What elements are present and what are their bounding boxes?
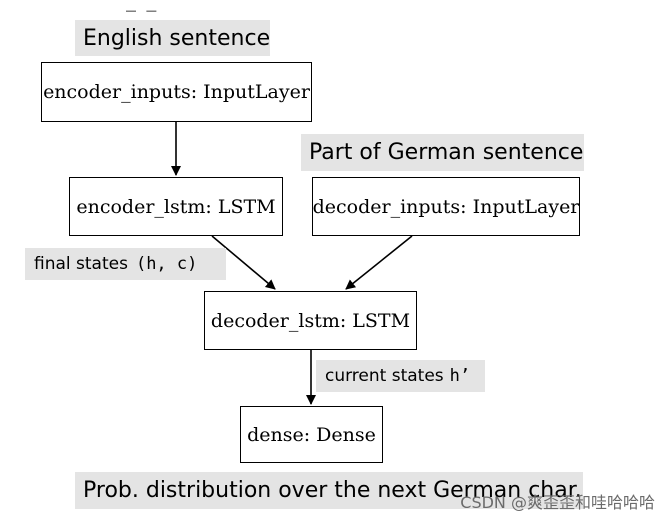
final-states-text: final states — [34, 254, 128, 274]
node-decoder-lstm: decoder_lstm: LSTM — [204, 291, 417, 350]
german-part-text: Part of German sentence — [309, 140, 584, 165]
node-encoder-inputs: encoder_inputs: InputLayer — [41, 62, 312, 122]
clipped-top-text: _ _ — [126, 0, 159, 12]
current-states-label: current states h’ — [316, 360, 485, 392]
current-states-code: h’ — [449, 366, 471, 386]
output-label: Prob. distribution over the next German … — [75, 472, 583, 509]
node-decoder-inputs: decoder_inputs: InputLayer — [312, 177, 580, 236]
node-encoder-lstm: encoder_lstm: LSTM — [69, 177, 283, 236]
english-sentence-label: English sentence — [75, 20, 270, 56]
node-encoder-lstm-label: encoder_lstm: LSTM — [76, 195, 276, 218]
output-text: Prob. distribution over the next German … — [83, 478, 582, 503]
node-dense-label: dense: Dense — [247, 423, 376, 446]
node-decoder-inputs-label: decoder_inputs: InputLayer — [312, 195, 580, 218]
csdn-watermark: CSDN @爽歪歪和哇哈哈哈 — [460, 493, 655, 512]
node-encoder-inputs-label: encoder_inputs: InputLayer — [43, 81, 310, 103]
german-part-label: Part of German sentence — [301, 134, 584, 171]
final-states-code: (h, c) — [135, 254, 198, 274]
edge-encoder-lstm-to-decoder-lstm — [211, 235, 276, 290]
edge-decoder-inputs-to-decoder-lstm — [345, 235, 413, 290]
final-states-label: final states (h, c) — [25, 248, 226, 280]
english-sentence-text: English sentence — [83, 25, 271, 51]
node-dense: dense: Dense — [240, 406, 383, 463]
node-decoder-lstm-label: decoder_lstm: LSTM — [210, 309, 411, 332]
current-states-text: current states — [325, 366, 444, 386]
